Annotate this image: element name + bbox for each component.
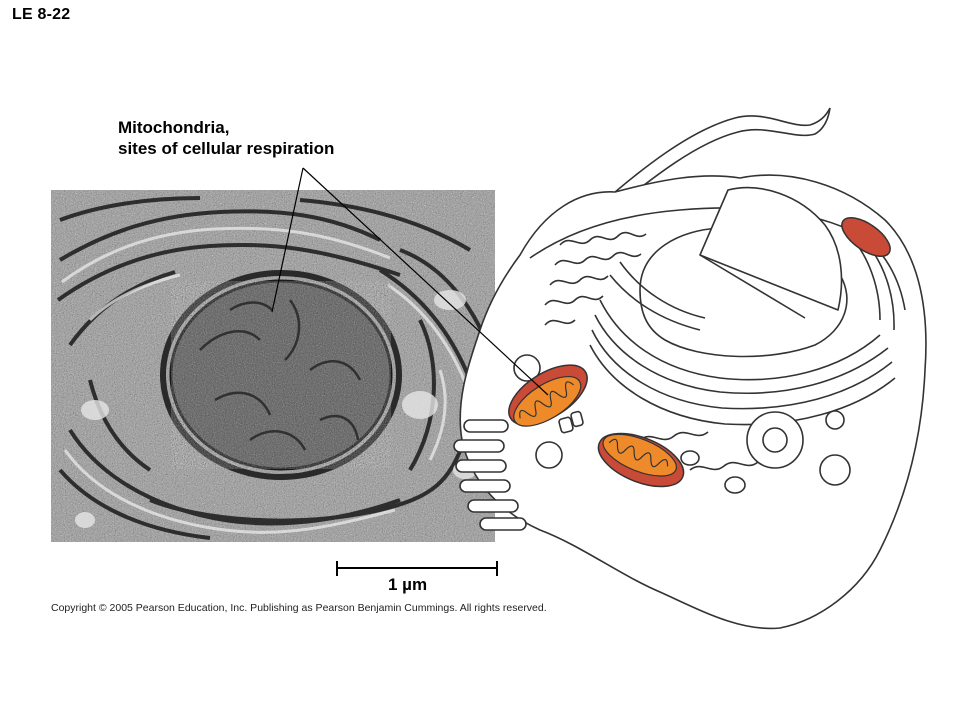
mitochondrion-upper-right — [841, 216, 891, 258]
cristae — [199, 299, 362, 451]
leader-line-cell — [302, 167, 549, 396]
lysosome-core — [762, 427, 788, 453]
leader-line-micrograph — [271, 167, 304, 313]
scale-bar-label: 1 µm — [388, 575, 428, 594]
centriole — [558, 416, 574, 434]
er-lumen — [61, 226, 472, 534]
copyright-notice: Copyright © 2005 Pearson Education, Inc.… — [51, 602, 547, 614]
vesicle — [825, 410, 845, 430]
callout-line-2: sites of cellular respiration — [118, 139, 335, 158]
vesicle — [513, 354, 541, 382]
vesicle — [535, 441, 563, 469]
microvilli — [453, 419, 527, 531]
flagellum — [599, 107, 831, 206]
flagellum-edge — [609, 107, 831, 213]
callout-label: Mitochondria, sites of cellular respirat… — [118, 117, 334, 159]
rough-er — [544, 231, 759, 471]
cell-illustration — [453, 107, 927, 630]
leader-lines — [271, 167, 549, 396]
callout-line-1: Mitochondria, — [118, 118, 230, 137]
figure-label: LE 8-22 — [12, 6, 71, 23]
mitochondrion-center — [597, 432, 685, 488]
electron-micrograph — [51, 190, 495, 542]
nucleus-edge — [699, 254, 806, 319]
centriole — [570, 410, 584, 428]
vesicle — [819, 454, 851, 486]
nucleus-cutaway — [699, 186, 843, 311]
scale-bar — [336, 561, 498, 576]
vesicle — [724, 476, 746, 494]
micrograph-mitochondrion — [160, 270, 402, 480]
lysosome — [746, 411, 804, 469]
vesicle — [680, 450, 700, 466]
